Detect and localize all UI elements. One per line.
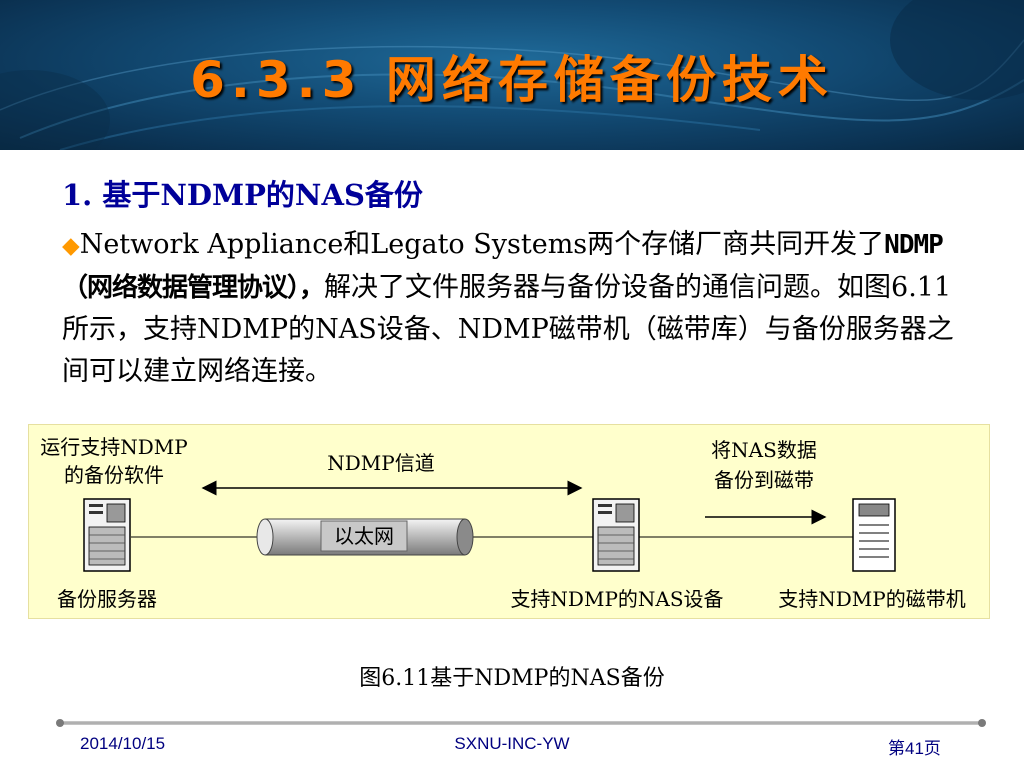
label-ndmp-channel: NDMP信道 — [327, 451, 435, 475]
body-paragraph: ◆Network Appliance和Legato Systems两个存储厂商共… — [62, 224, 962, 393]
backup-server-icon — [83, 498, 131, 572]
tape-drive-icon — [852, 498, 896, 572]
section-heading: 1. 基于NDMP的NAS备份 — [62, 178, 423, 212]
ethernet-pipe-icon — [256, 518, 474, 556]
label-ethernet: 以太网 — [334, 524, 394, 548]
paragraph-text-1: Network Appliance和Legato Systems两个存储厂商共同… — [79, 229, 885, 260]
nas-device-icon — [592, 498, 640, 572]
label-backup-software-line2: 的备份软件 — [64, 463, 164, 487]
title-banner: 6.3.3 网络存储备份技术 — [0, 0, 1024, 150]
label-tape-drive: 支持NDMP的磁带机 — [778, 587, 966, 611]
label-backup-software: 运行支持NDMP 的备份软件 — [33, 433, 195, 489]
diagram-drawing — [83, 480, 896, 572]
paragraph-emphasis: NDMP（网络数据管理协议）， — [62, 230, 944, 303]
label-backup-server: 备份服务器 — [57, 587, 157, 611]
diamond-bullet-icon: ◆ — [62, 233, 80, 259]
paragraph-text-2: 解决了文件服务器与备份设备的通信问题。如图6.11所示，支持NDMP的NAS设备… — [62, 272, 954, 387]
label-transfer-line2: 备份到磁带 — [714, 468, 814, 492]
label-nas-device: 支持NDMP的NAS设备 — [510, 587, 724, 611]
footer-page-number: 第41页 — [888, 739, 941, 758]
slide-title: 6.3.3 网络存储备份技术 — [190, 51, 834, 109]
footer-date: 2014/10/15 — [80, 734, 166, 753]
footer-center: SXNU-INC-YW — [454, 734, 570, 753]
label-transfer-line1: 将NAS数据 — [711, 438, 817, 462]
figure-caption: 图6.11基于NDMP的NAS备份 — [359, 666, 665, 691]
label-transfer: 将NAS数据 备份到磁带 — [689, 435, 839, 495]
banner-decoration — [0, 0, 1024, 150]
label-backup-software-line1: 运行支持NDMP — [40, 435, 188, 459]
ndmp-diagram: 运行支持NDMP 的备份软件 NDMP信道 将NAS数据 备份到磁带 以太网 备… — [28, 424, 990, 619]
